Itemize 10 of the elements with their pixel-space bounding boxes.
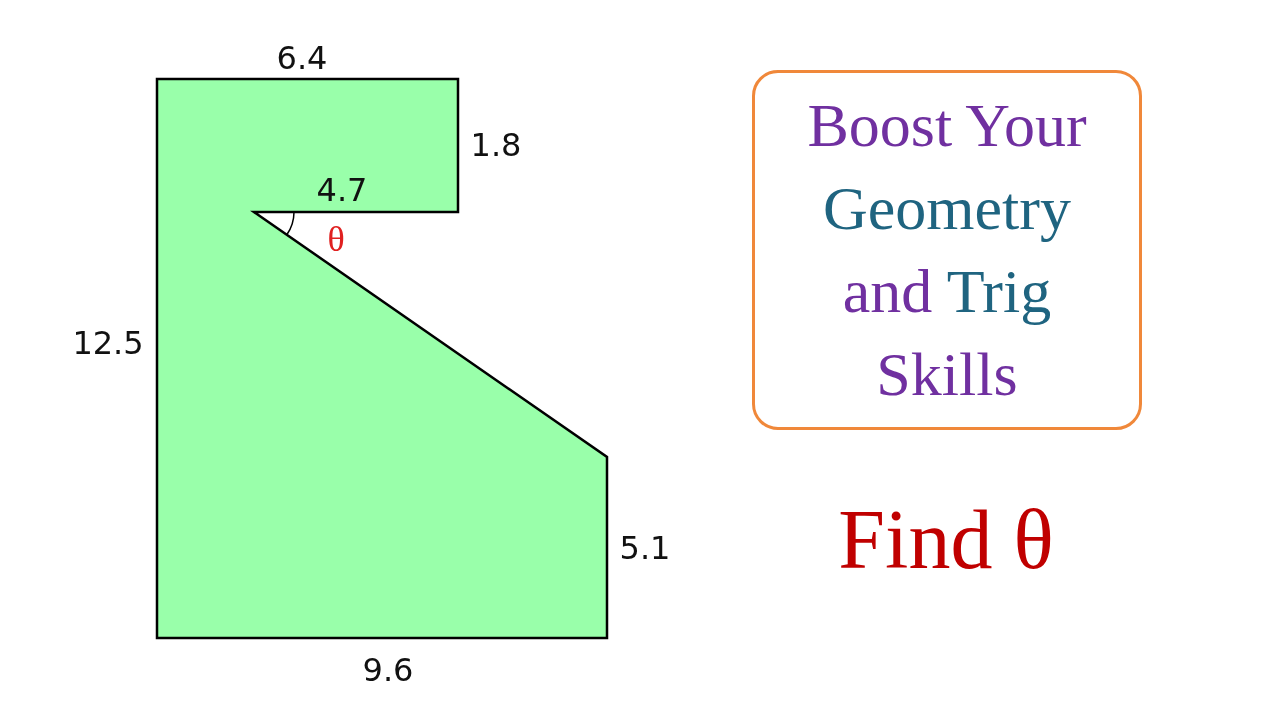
dimension-label: 9.6 <box>362 654 414 686</box>
heading-text: Find θ <box>838 498 1054 582</box>
dimension-label: 5.1 <box>619 532 671 564</box>
title-text: Boost Your Geometry and Trig Skills <box>806 90 1088 410</box>
dimension-label: 1.8 <box>470 129 522 161</box>
angle-symbol: θ <box>327 221 345 257</box>
dimension-label: 12.5 <box>72 327 144 359</box>
title-card <box>752 70 1142 430</box>
dimension-label: 4.7 <box>316 174 368 206</box>
dimension-label: 6.4 <box>276 42 328 74</box>
